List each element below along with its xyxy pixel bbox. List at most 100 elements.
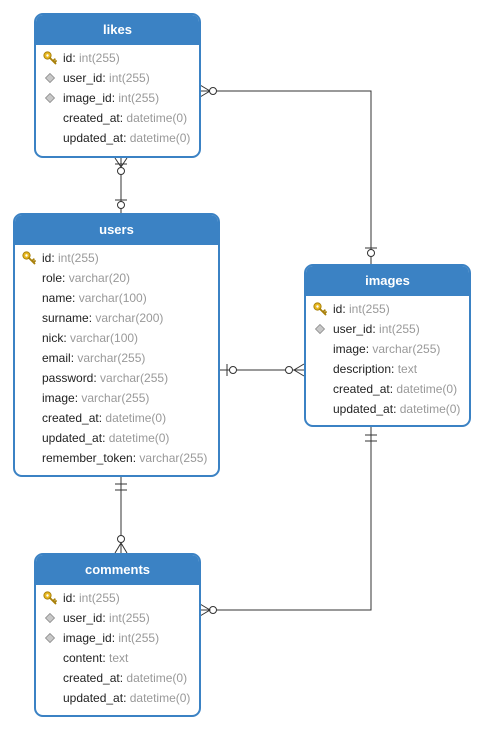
field-type: int(255): [109, 611, 150, 625]
field-type: varchar(255): [81, 391, 150, 405]
field-type: varchar(100): [78, 291, 147, 305]
field-separator: :: [123, 691, 130, 705]
diamond-icon: [313, 322, 327, 336]
field-separator: :: [51, 251, 59, 265]
field-name: id: [63, 591, 73, 605]
field-description: description: text: [306, 359, 469, 379]
field-name: updated_at: [42, 431, 103, 445]
field-separator: :: [119, 671, 127, 685]
field-password: password: varchar(255): [15, 368, 218, 388]
field-updated-at: updated_at: datetime(0): [36, 128, 199, 148]
field-separator: :: [102, 651, 110, 665]
field-name: image: [333, 342, 366, 356]
relationship-images-likes: [199, 84, 377, 264]
field-name: name: varchar(100): [15, 288, 218, 308]
field-separator: :: [72, 51, 80, 65]
table-users[interactable]: users id: int(255)role: varchar(20)name:…: [13, 213, 220, 477]
table-header: comments: [36, 555, 199, 585]
field-separator: :: [372, 322, 380, 336]
field-updated-at: updated_at: datetime(0): [15, 428, 218, 448]
field-name: surname: [42, 311, 89, 325]
field-image: image: varchar(255): [15, 388, 218, 408]
table-likes[interactable]: likes id: int(255)user_id: int(255)image…: [34, 13, 201, 158]
field-separator: :: [63, 331, 71, 345]
field-nick: nick: varchar(100): [15, 328, 218, 348]
field-type: varchar(255): [139, 451, 208, 465]
field-type: datetime(0): [396, 382, 458, 396]
field-type: int(255): [118, 91, 160, 105]
relationship-users-comments: [114, 477, 128, 554]
field-surname: surname: varchar(200): [15, 308, 218, 328]
field-user-id: user_id: int(255): [36, 68, 199, 88]
table-comments[interactable]: comments id: int(255)user_id: int(255)im…: [34, 553, 201, 717]
field-name: created_at: [63, 111, 120, 125]
field-id: id: int(255): [15, 248, 218, 268]
field-separator: :: [88, 311, 96, 325]
field-updated-at: updated_at: datetime(0): [36, 688, 199, 708]
field-type: varchar(200): [95, 311, 164, 325]
field-separator: :: [102, 71, 110, 85]
field-id: id: int(255): [306, 299, 469, 319]
diamond-icon: [43, 71, 57, 85]
key-icon: [43, 51, 57, 65]
table-fields: id: int(255)user_id: int(255)image: varc…: [306, 296, 469, 419]
diamond-icon: [43, 91, 57, 105]
field-image-id: image_id: int(255): [36, 628, 199, 648]
field-separator: :: [62, 271, 69, 285]
field-updated-at: updated_at: datetime(0): [306, 399, 469, 419]
field-name: content: [63, 651, 103, 665]
field-type: int(255): [379, 322, 420, 336]
field-created-at: created_at: datetime(0): [15, 408, 218, 428]
field-separator: :: [111, 91, 119, 105]
field-separator: :: [70, 351, 78, 365]
field-type: datetime(0): [108, 431, 170, 445]
field-user-id: user_id: int(255): [306, 319, 469, 339]
field-email: email: varchar(255): [15, 348, 218, 368]
field-separator: :: [391, 362, 398, 376]
table-header: likes: [36, 15, 199, 45]
field-user-id: user_id: int(255): [36, 608, 199, 628]
field-separator: :: [74, 391, 82, 405]
field-name: created_at: [63, 671, 120, 685]
field-separator: :: [111, 631, 119, 645]
field-name: updated_at: [63, 691, 124, 705]
field-created-at: created_at: datetime(0): [36, 668, 199, 688]
field-name: image: [42, 391, 75, 405]
table-images[interactable]: images id: int(255)user_id: int(255)imag…: [304, 264, 471, 427]
field-name: name: [42, 291, 73, 305]
field-type: varchar(20): [68, 271, 131, 285]
field-separator: :: [72, 291, 79, 305]
field-type: datetime(0): [129, 691, 191, 705]
field-type: datetime(0): [399, 402, 461, 416]
field-separator: :: [342, 302, 350, 316]
key-icon: [22, 251, 36, 265]
field-type: int(255): [79, 51, 120, 65]
field-remember-token: remember_token: varchar(255): [15, 448, 218, 468]
field-type: int(255): [58, 251, 99, 265]
field-name: nick: [42, 331, 64, 345]
field-separator: :: [132, 451, 140, 465]
field-created-at: created_at: datetime(0): [36, 108, 199, 128]
field-type: datetime(0): [126, 111, 188, 125]
field-role: role: varchar(20): [15, 268, 218, 288]
diamond-icon: [43, 611, 57, 625]
field-name: description: [333, 362, 392, 376]
field-name: updated_at: [333, 402, 394, 416]
table-header: users: [15, 215, 218, 245]
field-name: id: [333, 302, 343, 316]
table-header: images: [306, 266, 469, 296]
relationship-images-comments: [199, 427, 377, 617]
field-created-at: created_at: datetime(0): [306, 379, 469, 399]
field-name: id: [42, 251, 52, 265]
field-id: id: int(255): [36, 588, 199, 608]
field-name: role: [42, 271, 63, 285]
key-icon: [313, 302, 327, 316]
field-separator: :: [98, 411, 106, 425]
field-name: user_id: [333, 322, 373, 336]
field-type: int(255): [109, 71, 150, 85]
field-image-id: image_id: int(255): [36, 88, 199, 108]
relationship-users-images: [220, 363, 305, 377]
field-type: text: [109, 651, 129, 665]
